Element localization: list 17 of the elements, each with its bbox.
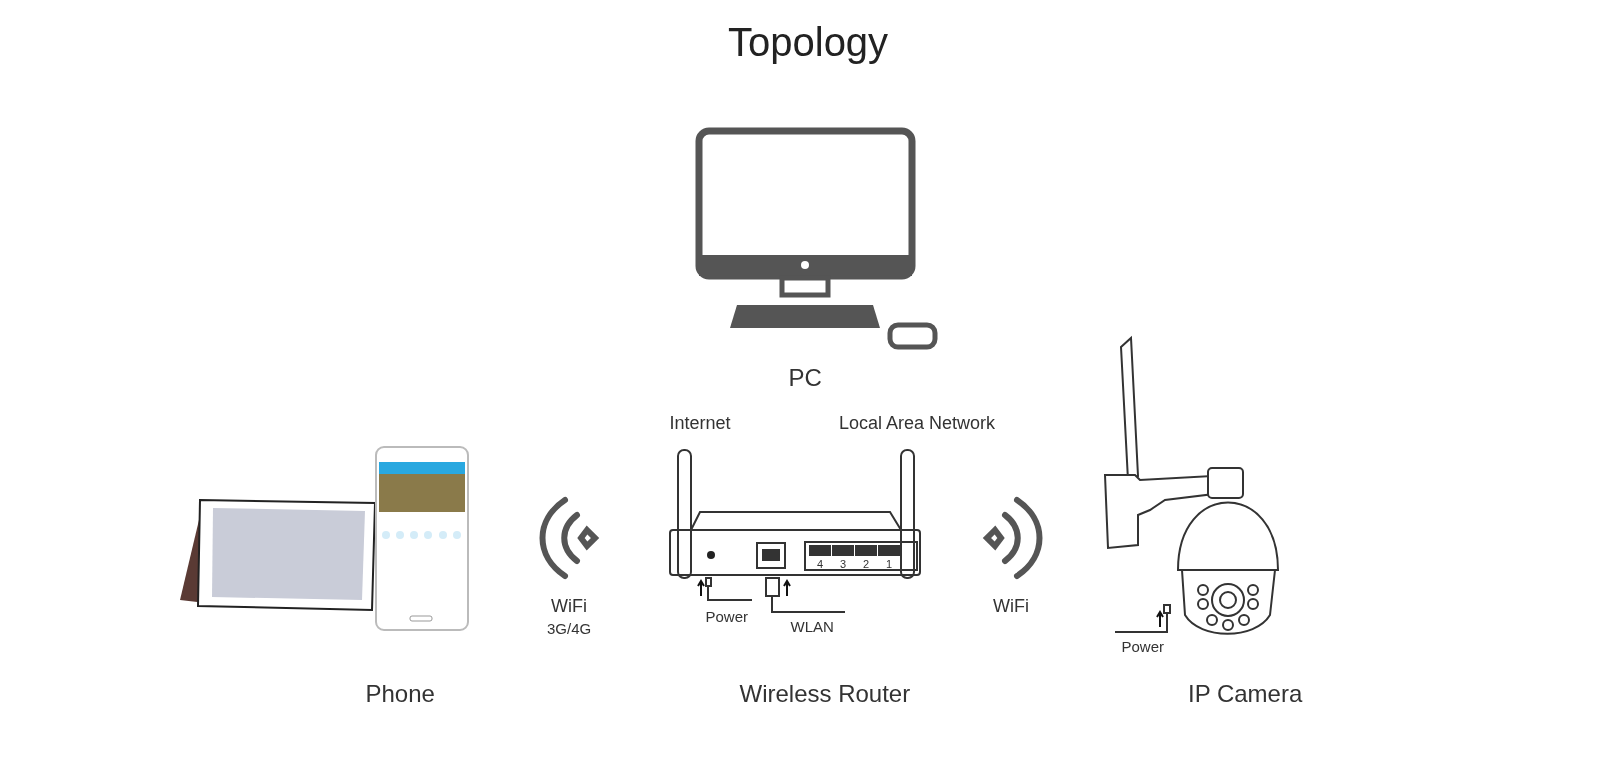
port-number: 3 bbox=[840, 558, 847, 570]
connection-label: 3G/4G bbox=[547, 620, 592, 636]
network-label: Local Area Network bbox=[839, 414, 996, 432]
device-label: Phone bbox=[365, 682, 435, 706]
port-number: 1 bbox=[886, 558, 893, 570]
network-label: Internet bbox=[669, 414, 731, 432]
diagram-title: Topology bbox=[728, 22, 889, 62]
connection-label: WiFi bbox=[551, 597, 587, 615]
device-label: IP Camera bbox=[1188, 682, 1303, 706]
cable-label: WLAN bbox=[790, 618, 834, 634]
cable-label: Power bbox=[705, 608, 749, 624]
port-number: 2 bbox=[863, 558, 870, 570]
device-label: PC bbox=[788, 366, 822, 390]
cable-label: Power bbox=[1121, 638, 1165, 654]
connection-label: WiFi bbox=[993, 597, 1029, 615]
port-number: 4 bbox=[817, 558, 824, 570]
device-label: Wireless Router bbox=[739, 682, 911, 706]
